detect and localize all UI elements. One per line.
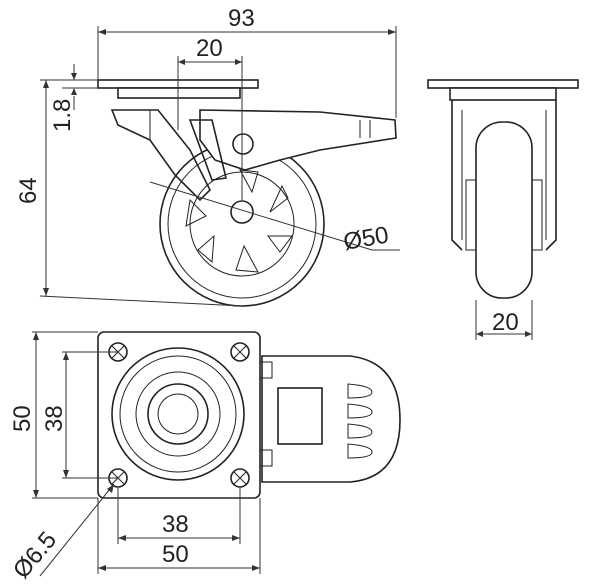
wheel-width-label: 20 [492, 309, 519, 336]
overall-height-label: 64 [15, 177, 42, 204]
front-top-plate [427, 79, 579, 89]
brake-pedal-top [261, 355, 401, 483]
swivel-ring-outer [111, 347, 245, 481]
wheel-spokes [185, 169, 293, 273]
front-swivel-race [449, 87, 557, 101]
offset-label: 20 [196, 35, 223, 62]
swivel-race [117, 87, 241, 99]
diameter-leader [149, 181, 373, 251]
brake-pedal-ribs [347, 383, 373, 459]
brake-lever [199, 109, 397, 171]
hole-diameter-leader [39, 483, 115, 577]
front-wheel [475, 121, 533, 299]
hole-spacing-vertical-label: 38 [41, 405, 68, 432]
front-view: 20 [427, 79, 579, 340]
brake-window [277, 387, 323, 445]
axle [230, 200, 254, 224]
kingpin [157, 393, 199, 435]
plate-size-vertical-label: 50 [9, 405, 36, 432]
fork-bracket [110, 109, 211, 202]
top-view: 50 38 38 50 Ø6.5 [8, 331, 401, 584]
plate-thickness-label: 1.8 [49, 99, 76, 132]
brake-shoe [188, 119, 227, 181]
wheel-diameter-label: Ø50 [341, 221, 390, 255]
side-view: Ø50 93 20 64 1.8 [15, 5, 400, 307]
hole-spacing-horizontal-label: 38 [162, 511, 189, 538]
front-fork-legs [451, 100, 557, 251]
overall-length-label: 93 [228, 5, 255, 32]
brake-pivot [232, 133, 254, 155]
hole-top-right [230, 342, 250, 362]
front-hub [465, 179, 543, 251]
hole-diameter-label: Ø6.5 [8, 527, 62, 584]
hole-bottom-right [230, 468, 250, 488]
plate-size-horizontal-label: 50 [162, 541, 189, 568]
